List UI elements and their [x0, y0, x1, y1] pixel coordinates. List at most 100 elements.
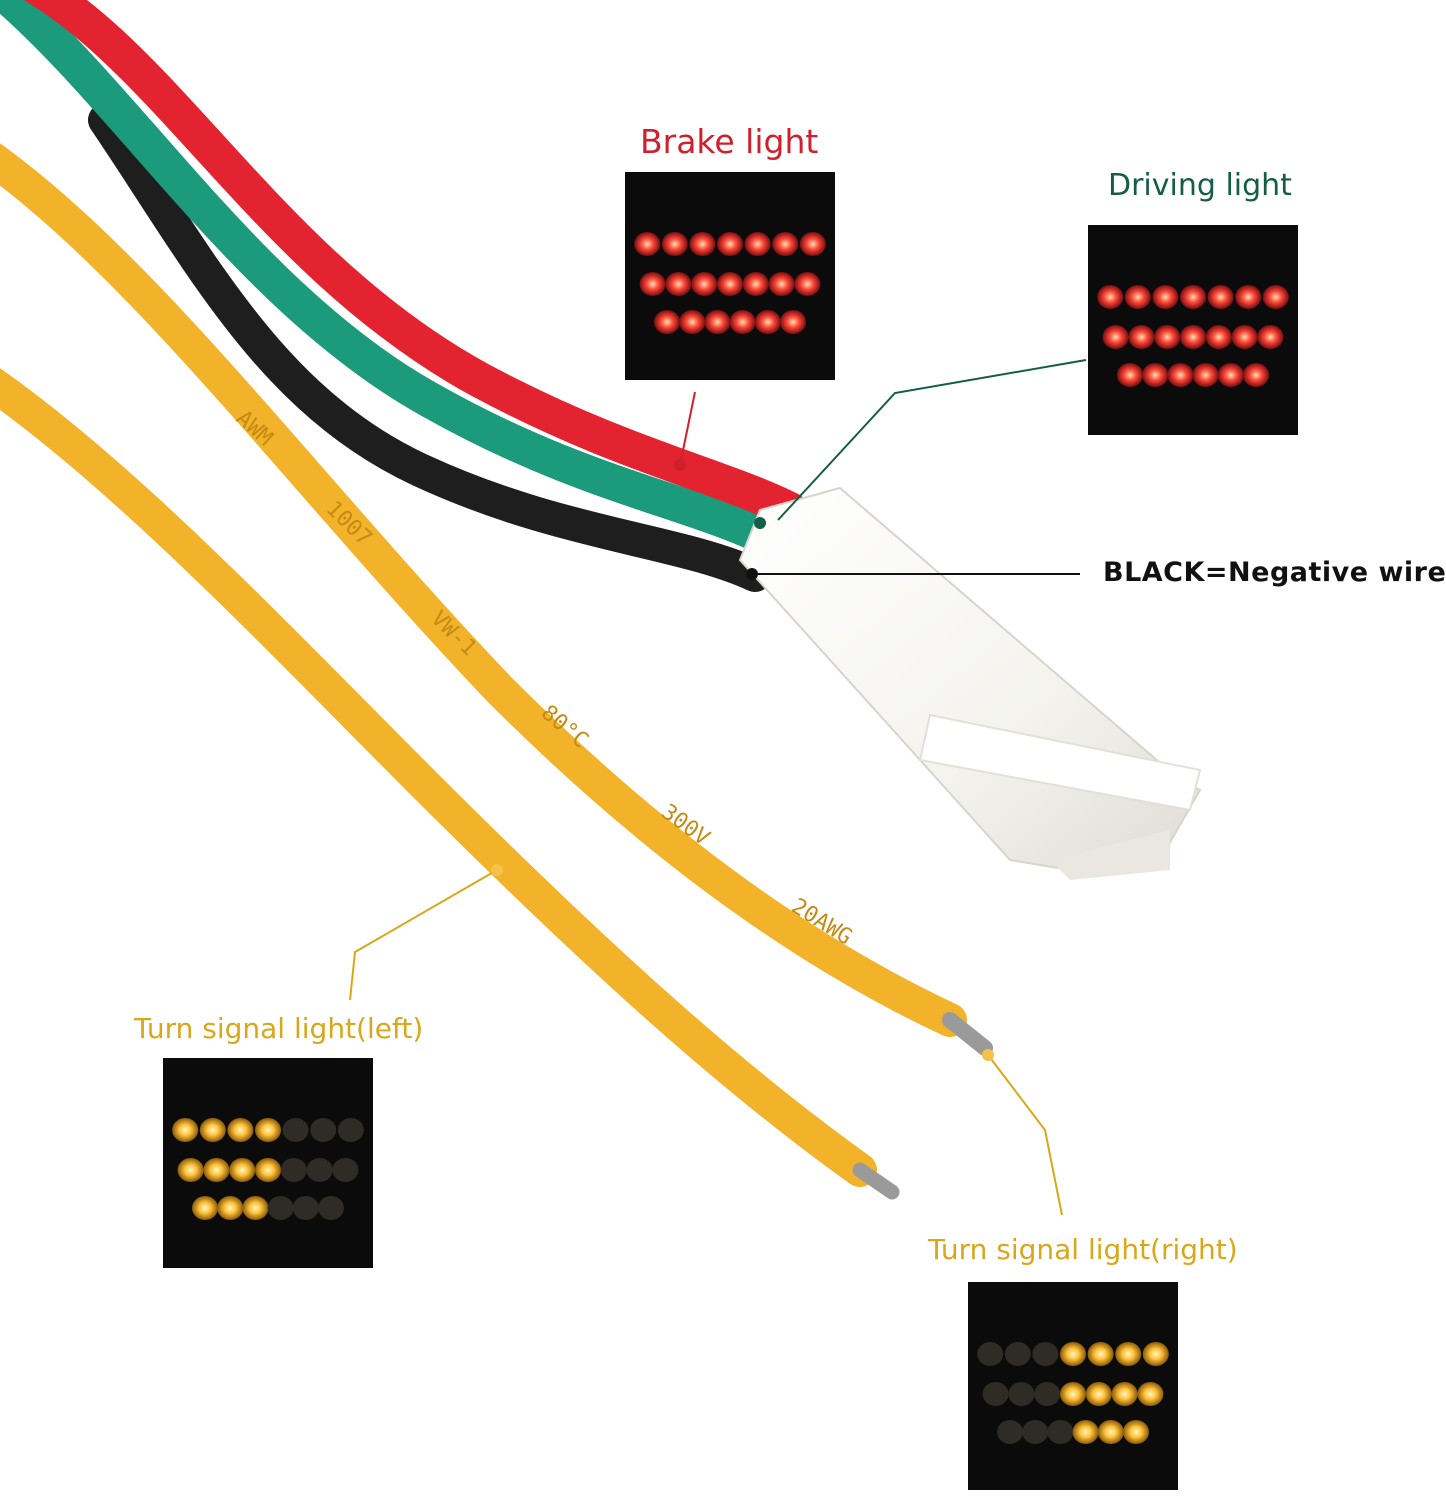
led-lit [717, 232, 743, 256]
turn-left-label: Turn signal light(left) [134, 1012, 424, 1045]
led-lit [1085, 1382, 1112, 1406]
led-lit [799, 232, 826, 256]
led-lit [1154, 325, 1181, 349]
led-lit [1142, 363, 1169, 387]
led-lit [1137, 1382, 1164, 1406]
turn-right-label: Turn signal light(right) [928, 1233, 1238, 1266]
driving-light-label: Driving light [1108, 168, 1292, 203]
led-lit [217, 1196, 244, 1220]
led-lit [1102, 325, 1129, 349]
led-lit [1142, 1342, 1169, 1366]
led-dim [280, 1158, 307, 1182]
red-wire [23, 0, 808, 528]
led-lit [691, 272, 718, 296]
yellow-wire-left-tip [852, 1162, 900, 1200]
led-lit [729, 310, 756, 334]
led-lit [665, 272, 692, 296]
black-pointer-dot [746, 568, 758, 580]
led-lit [1128, 325, 1155, 349]
led-lit [1124, 285, 1151, 309]
led-lit [1180, 325, 1206, 349]
led-lit [772, 232, 799, 256]
led-dim [318, 1196, 344, 1220]
right-pointer-line [987, 1054, 1063, 1216]
led-lit [1205, 325, 1232, 349]
led-dim [1004, 1342, 1031, 1366]
black-wire [88, 103, 772, 592]
driving-pointer-line [777, 359, 1087, 521]
led-lit [229, 1158, 256, 1182]
led-dim [292, 1196, 319, 1220]
led-lit [654, 310, 680, 334]
brake-light-label: Brake light [640, 122, 819, 161]
led-lit [177, 1158, 204, 1182]
led-dim [1022, 1420, 1049, 1444]
yellow-wire-right [0, 143, 967, 1037]
right-pointer-dot [982, 1049, 994, 1061]
brake-pointer-dot [674, 459, 686, 471]
led-lit [1111, 1382, 1138, 1406]
led-lit [634, 232, 661, 256]
led-lit [1097, 1420, 1124, 1444]
led-lit [1217, 363, 1244, 387]
led-lit [1072, 1420, 1099, 1444]
led-lit [203, 1158, 230, 1182]
led-lit [794, 272, 821, 296]
led-lit [1123, 1420, 1149, 1444]
led-lit [780, 310, 806, 334]
led-lit [242, 1196, 269, 1220]
led-lit [717, 272, 743, 296]
led-lit [754, 310, 781, 334]
led-dim [977, 1342, 1004, 1366]
led-dim [332, 1158, 359, 1182]
driving-pointer-dot [754, 517, 766, 529]
led-dim [306, 1158, 333, 1182]
led-lit [1087, 1342, 1114, 1366]
led-dim [1008, 1382, 1035, 1406]
led-lit [1192, 363, 1219, 387]
led-lit [689, 232, 716, 256]
led-lit [172, 1118, 199, 1142]
led-lit [1235, 285, 1262, 309]
led-dim [997, 1420, 1023, 1444]
led-lit [227, 1118, 254, 1142]
led-lit [1117, 363, 1143, 387]
led-lit [255, 1158, 281, 1182]
led-dim [982, 1382, 1009, 1406]
led-lit [199, 1118, 226, 1142]
led-lit [639, 272, 666, 296]
led-lit [661, 232, 688, 256]
led-dim [1047, 1420, 1074, 1444]
brake-pointer-line [679, 391, 696, 466]
green-wire [0, 0, 788, 558]
led-lit [1167, 363, 1194, 387]
left-pointer-line [349, 869, 498, 1001]
led-lit [768, 272, 795, 296]
led-lit [1231, 325, 1258, 349]
led-lit [1243, 363, 1269, 387]
led-lit [742, 272, 769, 296]
yellow-wire-left [0, 368, 877, 1187]
led-lit [679, 310, 706, 334]
led-lit [1060, 1342, 1086, 1366]
led-lit [255, 1118, 281, 1142]
led-lit [1060, 1382, 1086, 1406]
led-dim [282, 1118, 309, 1142]
led-dim [337, 1118, 364, 1142]
connector-housing [738, 486, 1202, 880]
led-lit [1207, 285, 1234, 309]
led-lit [1257, 325, 1284, 349]
negative-wire-label: BLACK=Negative wire [1103, 557, 1446, 588]
led-lit [1152, 285, 1179, 309]
led-dim [1034, 1382, 1061, 1406]
led-lit [1097, 285, 1124, 309]
led-lit [704, 310, 731, 334]
led-lit [1180, 285, 1206, 309]
left-pointer-dot [491, 864, 503, 876]
led-lit [1262, 285, 1289, 309]
led-lit [744, 232, 771, 256]
led-dim [1032, 1342, 1059, 1366]
led-lit [1115, 1342, 1142, 1366]
led-lit [192, 1196, 218, 1220]
led-dim [267, 1196, 294, 1220]
